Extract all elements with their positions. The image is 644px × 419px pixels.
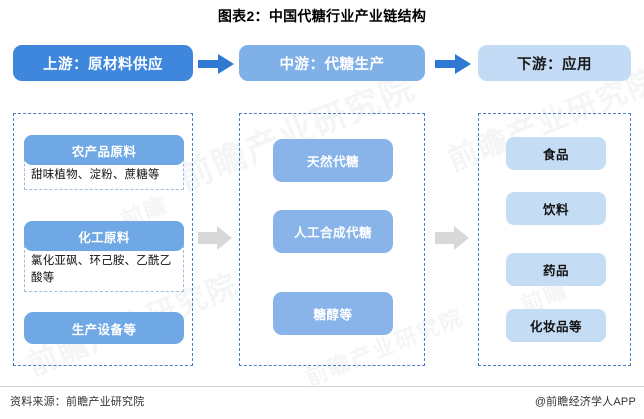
upstream-group-body: 氯化亚砜、环己胺、乙酰乙酸等	[24, 245, 184, 293]
panel-downstream: 食品 饮料 药品 化妆品等	[478, 113, 631, 366]
downstream-item: 化妆品等	[506, 309, 606, 342]
upstream-group-head: 农产品原料	[24, 135, 184, 165]
downstream-item: 药品	[506, 253, 606, 286]
header-midstream: 中游：代糖生产	[239, 45, 425, 81]
right-arrow-icon	[198, 54, 234, 74]
upstream-group-head: 化工原料	[24, 221, 184, 251]
credit-note: @前瞻经济学人APP	[534, 396, 636, 408]
chart-title: 图表2：中国代糖行业产业链结构	[217, 8, 427, 24]
right-arrow-icon	[435, 225, 469, 251]
upstream-group: 化工原料 氯化亚砜、环己胺、乙酰乙酸等	[24, 221, 184, 293]
midstream-item: 糖醇等	[273, 292, 393, 335]
value-chain-header-row: 上游：原材料供应 中游：代糖生产 下游：应用	[0, 45, 644, 85]
upstream-equipment-box: 生产设备等	[24, 312, 184, 344]
midstream-item: 人工合成代糖	[273, 210, 393, 253]
right-arrow-icon	[198, 225, 232, 251]
midstream-item: 天然代糖	[273, 139, 393, 182]
source-note: 资料来源：前瞻产业研究院	[10, 396, 145, 408]
header-downstream: 下游：应用	[478, 45, 631, 81]
upstream-group: 农产品原料 甜味植物、淀粉、蔗糖等	[24, 135, 184, 190]
footer-divider	[0, 386, 644, 387]
downstream-item: 饮料	[506, 192, 606, 225]
panel-upstream: 农产品原料 甜味植物、淀粉、蔗糖等 化工原料 氯化亚砜、环己胺、乙酰乙酸等 生产…	[13, 113, 193, 366]
right-arrow-icon	[435, 54, 471, 74]
downstream-item: 食品	[506, 137, 606, 170]
panel-midstream: 天然代糖 人工合成代糖 糖醇等	[239, 113, 425, 366]
header-upstream: 上游：原材料供应	[13, 45, 193, 81]
